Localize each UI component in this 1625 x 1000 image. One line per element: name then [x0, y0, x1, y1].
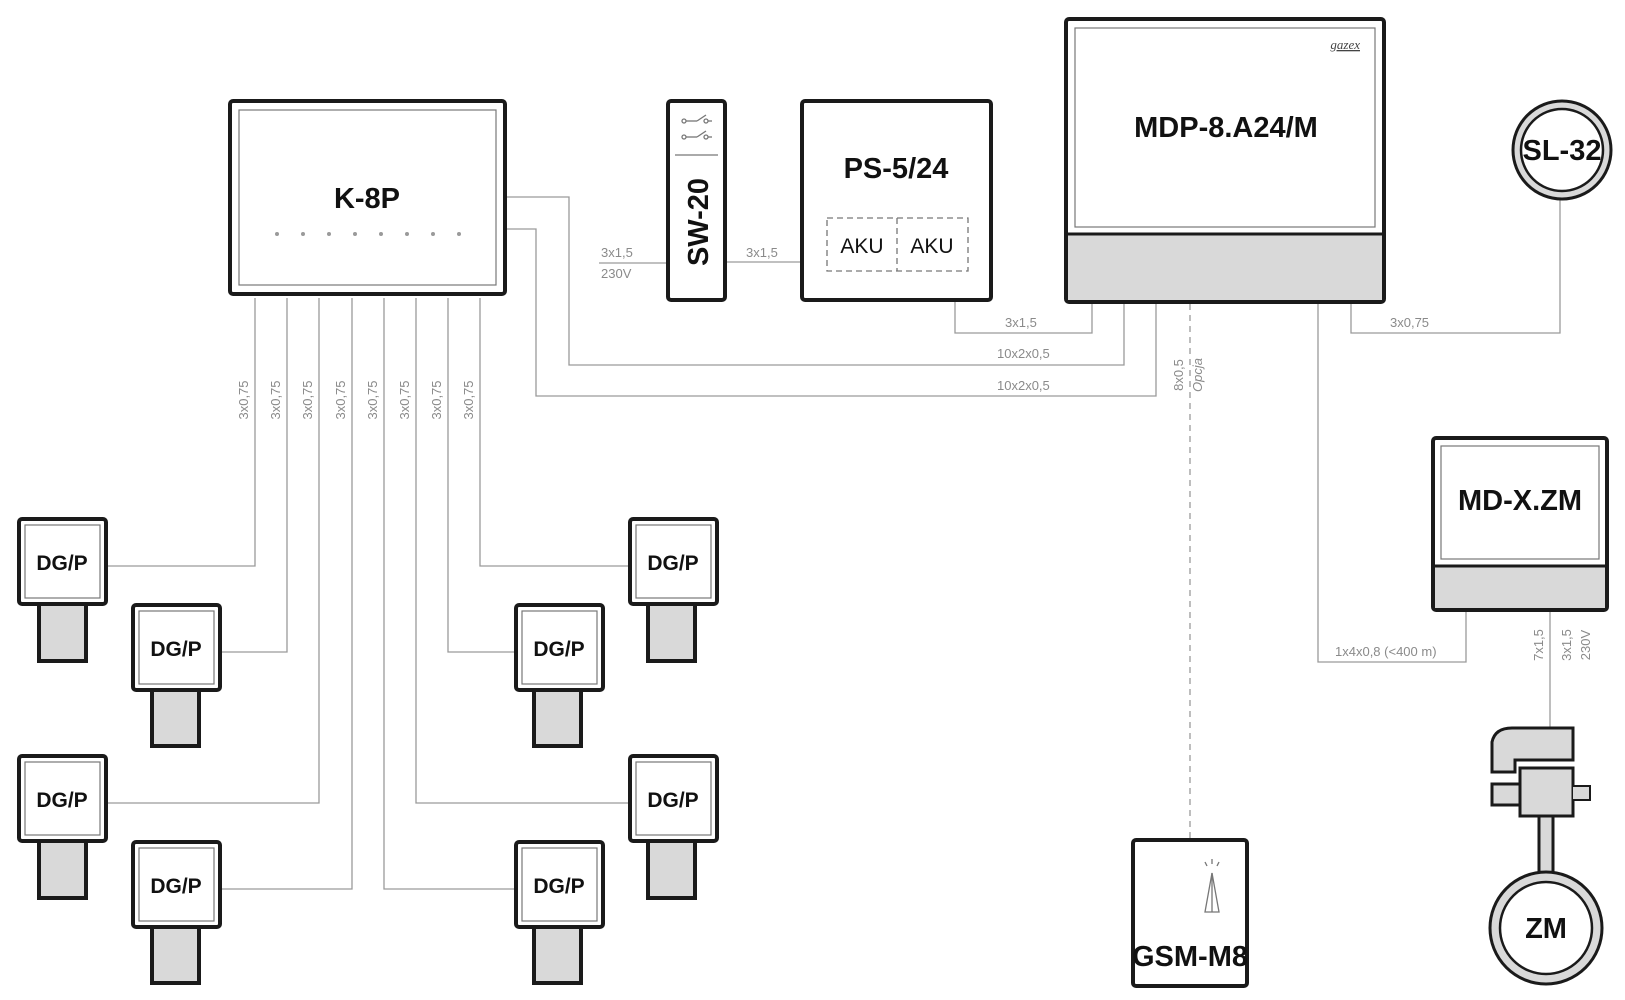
mdp-label: MDP-8.A24/M — [1134, 112, 1318, 144]
wire-mdp-sl32 — [1350, 195, 1561, 334]
battery-label-1: AKU — [840, 235, 883, 258]
dgp-detector-1: DG/P — [17, 517, 108, 663]
gsm-device: GSM-M8 — [1131, 838, 1249, 988]
cable-label-gsm: 8x0,5 — [1171, 359, 1186, 391]
dgp-label: DG/P — [150, 638, 201, 661]
cable-label-valve: 7x1,5 — [1531, 629, 1546, 661]
wire-k8p-dgp-4 — [221, 298, 353, 890]
sw20-label: SW-20 — [683, 178, 715, 266]
cable-label-sw20-ps: 3x1,5 — [746, 245, 778, 260]
dgp-detector-2: DG/P — [131, 603, 222, 748]
wire-k8p-dgp-5 — [383, 298, 516, 890]
dgp-detector-5: DG/P — [514, 840, 605, 985]
sw20-device: SW-20 — [666, 99, 727, 302]
sl32-device: SL-32 — [1511, 99, 1613, 201]
gsm-label: GSM-M8 — [1132, 941, 1248, 973]
cable-label-sensor-1: 3x0,75 — [236, 380, 251, 419]
cable-label-bus-2: 10x2x0,5 — [997, 378, 1050, 393]
battery-label-2: AKU — [910, 235, 953, 258]
k8p-channel-dots — [275, 232, 461, 236]
cable-label-sensor-7: 3x0,75 — [429, 380, 444, 419]
cable-label-ps-mdp: 3x1,5 — [1005, 315, 1037, 330]
mdx-device: MD-X.ZM — [1431, 436, 1609, 612]
ps524-device: PS-5/24 AKU AKU — [800, 99, 993, 302]
mdp-device: gazex MDP-8.A24/M — [1064, 17, 1386, 304]
ps524-label: PS-5/24 — [844, 153, 949, 185]
dgp-detector-7: DG/P — [514, 603, 605, 748]
wires — [107, 195, 1561, 890]
dgp-label: DG/P — [36, 789, 87, 812]
dgp-label: DG/P — [647, 552, 698, 575]
dgp-label: DG/P — [150, 875, 201, 898]
antenna-icon — [1204, 859, 1220, 913]
brand-logo: gazex — [1330, 37, 1360, 52]
zm-label: ZM — [1525, 913, 1567, 945]
cable-label-sensor-8: 3x0,75 — [461, 380, 476, 419]
dgp-label: DG/P — [533, 875, 584, 898]
dgp-detector-8: DG/P — [628, 517, 719, 663]
sl32-label: SL-32 — [1523, 135, 1602, 167]
cable-label-sl32: 3x0,75 — [1390, 315, 1429, 330]
wire-k8p-dgp-7 — [447, 298, 516, 653]
valve-actuator — [1490, 726, 1575, 774]
battery-compartment — [826, 217, 969, 272]
wire-ps-mdp — [954, 299, 1093, 334]
wire-k8p-dgp-6 — [415, 298, 631, 804]
k8p-device: K-8P — [228, 99, 507, 296]
wire-k8p-mdp-bus-2 — [507, 228, 1157, 397]
wire-k8p-dgp-2 — [221, 298, 288, 653]
dgp-detector-4: DG/P — [131, 840, 222, 985]
cable-label-sensor-4: 3x0,75 — [333, 380, 348, 419]
wire-k8p-dgp-3 — [107, 298, 320, 804]
cable-labels: 3x0,75 3x0,75 3x0,75 3x0,75 3x0,75 3x0,7… — [236, 245, 1593, 661]
dgp-label: DG/P — [36, 552, 87, 575]
cable-label-gsm-option: Opcja — [1190, 358, 1205, 392]
dgp-label: DG/P — [647, 789, 698, 812]
cable-label-valve-voltage: 230V — [1578, 629, 1593, 660]
dgp-label: DG/P — [533, 638, 584, 661]
cable-label-mains-voltage: 230V — [601, 266, 632, 281]
valve-handle — [1490, 782, 1522, 807]
cable-label-valve-mains: 3x1,5 — [1559, 629, 1574, 661]
wire-k8p-dgp-1 — [107, 298, 256, 567]
dgp-detector-3: DG/P — [17, 754, 108, 900]
cable-label-sensor-6: 3x0,75 — [397, 380, 412, 419]
zm-valve: ZM — [1488, 726, 1604, 986]
wire-k8p-mdp-bus-1 — [507, 196, 1125, 366]
mdx-label: MD-X.ZM — [1458, 485, 1582, 517]
wire-k8p-dgp-8 — [479, 298, 631, 567]
cable-label-mains: 3x1,5 — [601, 245, 633, 260]
cable-label-sensor-2: 3x0,75 — [268, 380, 283, 419]
wire-mdp-mdx — [1317, 304, 1467, 663]
valve-stub — [1573, 785, 1591, 801]
cable-label-mdx: 1x4x0,8 (<400 m) — [1335, 644, 1437, 659]
cable-label-sensor-5: 3x0,75 — [365, 380, 380, 419]
valve-body — [1518, 766, 1575, 818]
cable-label-sensor-3: 3x0,75 — [300, 380, 315, 419]
k8p-label: K-8P — [334, 183, 400, 215]
cable-label-bus-1: 10x2x0,5 — [997, 346, 1050, 361]
dgp-detector-6: DG/P — [628, 754, 719, 900]
switch-icon — [681, 114, 712, 140]
